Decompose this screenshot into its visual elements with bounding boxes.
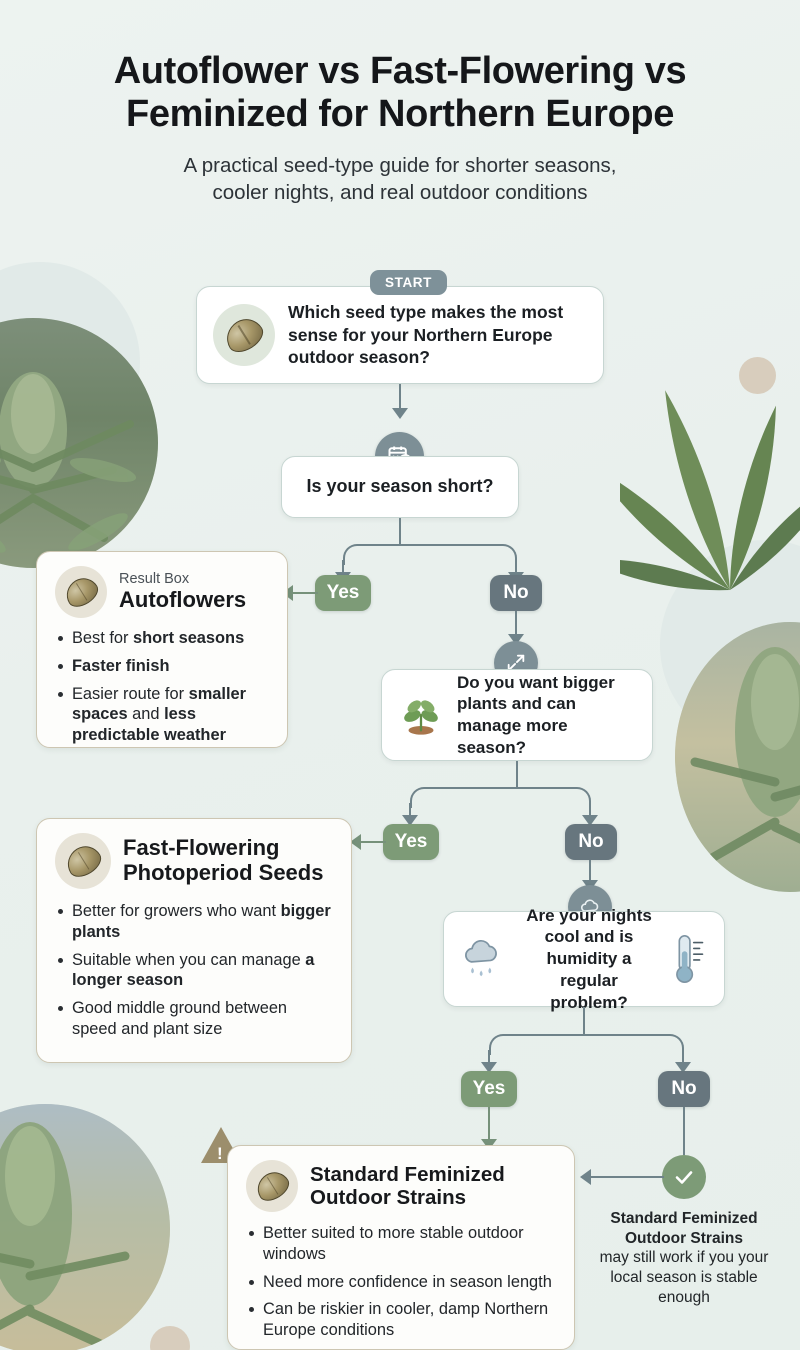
result-box-standard-feminized: Standard Feminized Outdoor Strains Bette… bbox=[227, 1145, 575, 1350]
decorative-plant-photo-right bbox=[675, 622, 800, 892]
result-box-fast-flowering: Fast-Flowering Photoperiod Seeds Better … bbox=[36, 818, 352, 1063]
arrow-q4-yes bbox=[481, 1062, 497, 1073]
connector-q4-no-drop bbox=[682, 1050, 685, 1064]
bullet-item: Faster finish bbox=[55, 656, 269, 677]
connector-yes-feminized bbox=[488, 1107, 491, 1142]
arrow-yes-feminized bbox=[481, 1139, 497, 1150]
start-badge: START bbox=[370, 270, 447, 295]
page-title: Autoflower vs Fast-Flowering vs Feminize… bbox=[0, 50, 800, 136]
connector-q2-trunk bbox=[399, 518, 402, 545]
arrow-q3-no bbox=[582, 815, 598, 826]
decorative-plant-photo-bottom-left bbox=[0, 1104, 170, 1350]
connector-q4-elbow-no bbox=[583, 1034, 684, 1055]
thermometer-icon bbox=[668, 932, 708, 986]
connector-q2-yes-drop bbox=[342, 560, 345, 574]
decorative-blob-top-left bbox=[0, 262, 140, 462]
bullet-item: Good middle ground between speed and pla… bbox=[55, 998, 333, 1040]
tail-note-feminized: Standard Feminized Outdoor Strains may s… bbox=[599, 1209, 769, 1307]
page-header: Autoflower vs Fast-Flowering vs Feminize… bbox=[0, 50, 800, 206]
seedling-icon bbox=[398, 692, 444, 738]
result-title: Autoflowers bbox=[119, 587, 247, 613]
result-title-line-1: Standard Feminized bbox=[310, 1162, 505, 1186]
connector-q1-q2 bbox=[399, 384, 402, 410]
subtitle-line-1: A practical seed-type guide for shorter … bbox=[183, 153, 617, 177]
branch-badge-yes-bigger: Yes bbox=[383, 824, 439, 860]
bullet-item: Best for short seasons bbox=[55, 628, 269, 649]
connector-q3-elbow-no bbox=[516, 787, 591, 808]
result-title-line-2: Outdoor Strains bbox=[310, 1186, 467, 1209]
result-header: Standard Feminized Outdoor Strains bbox=[246, 1160, 556, 1212]
result-header: Fast-Flowering Photoperiod Seeds bbox=[55, 833, 333, 889]
branch-badge-no-humidity: No bbox=[658, 1071, 710, 1107]
result-title-line-1: Fast-Flowering bbox=[123, 835, 280, 861]
bullet-item: Better for growers who want bigger plant… bbox=[55, 901, 333, 943]
connector-no-to-q3 bbox=[515, 611, 518, 637]
arrow-q3-yes bbox=[402, 815, 418, 826]
tail-note-rest: may still work if you your local season … bbox=[599, 1249, 769, 1306]
result-kicker: Result Box bbox=[119, 570, 190, 587]
title-line-2: Feminized for Northern Europe bbox=[126, 92, 674, 135]
decorative-cannabis-leaf bbox=[620, 310, 800, 591]
decorative-tan-circle-right bbox=[739, 357, 776, 394]
connector-no-to-q4 bbox=[589, 860, 592, 883]
subtitle-line-2: cooler nights, and real outdoor conditio… bbox=[212, 180, 588, 204]
question-text: Is your season short? bbox=[306, 476, 494, 497]
branch-badge-yes-season: Yes bbox=[315, 575, 371, 611]
connector-q4-yes-drop bbox=[488, 1050, 491, 1064]
tail-note-strong-2: Outdoor Strains bbox=[625, 1229, 743, 1247]
seed-icon bbox=[246, 1160, 298, 1212]
connector-q3-elbow-yes bbox=[410, 787, 518, 808]
result-header: Result Box Autoflowers bbox=[55, 566, 269, 618]
bullet-item: Better suited to more stable outdoor win… bbox=[246, 1223, 556, 1265]
arrow-yes-fastflowering bbox=[350, 834, 361, 850]
seed-icon bbox=[55, 833, 111, 889]
question-box-cool-nights: Are your nights cool and is humidity a r… bbox=[443, 906, 725, 1012]
warning-exclamation: ! bbox=[217, 1144, 223, 1163]
arrow-q4-no bbox=[675, 1062, 691, 1073]
connector-no-to-check bbox=[683, 1107, 686, 1155]
connector-yes-fastflowering bbox=[360, 841, 386, 844]
bullet-item: Can be riskier in cooler, damp Northern … bbox=[246, 1299, 556, 1341]
result-bullet-list: Better suited to more stable outdoor win… bbox=[246, 1223, 556, 1341]
connector-check-to-feminized bbox=[590, 1176, 664, 1179]
branch-badge-no-season: No bbox=[490, 575, 542, 611]
decorative-blob-right bbox=[660, 540, 800, 750]
question-text: Are your nights cool and is humidity a r… bbox=[526, 905, 652, 1012]
bullet-item: Suitable when you can manage a longer se… bbox=[55, 950, 333, 992]
rain-cloud-icon bbox=[460, 935, 510, 983]
seed-icon bbox=[55, 566, 107, 618]
seed-icon bbox=[213, 304, 275, 366]
branch-badge-yes-humidity: Yes bbox=[461, 1071, 517, 1107]
connector-q4-elbow-yes bbox=[489, 1034, 585, 1055]
connector-yes-autoflowers bbox=[292, 592, 318, 595]
connector-q3-trunk bbox=[516, 761, 519, 788]
arrow-q1-q2 bbox=[392, 408, 408, 419]
question-text: Which seed type makes the most sense for… bbox=[288, 302, 564, 368]
connector-q2-elbow-no bbox=[399, 544, 517, 565]
result-box-autoflowers: Result Box Autoflowers Best for short se… bbox=[36, 551, 288, 748]
question-text: Do you want bigger plants and can manage… bbox=[457, 672, 615, 757]
bullet-item: Need more confidence in season length bbox=[246, 1272, 556, 1293]
page-subtitle: A practical seed-type guide for shorter … bbox=[0, 152, 800, 206]
tail-note-strong-1: Standard Feminized bbox=[610, 1210, 758, 1227]
question-box-seed-type: Which seed type makes the most sense for… bbox=[196, 286, 604, 384]
connector-q3-no-drop bbox=[589, 803, 592, 817]
connector-q2-no-drop bbox=[515, 560, 518, 574]
question-box-season-short: Is your season short? bbox=[281, 456, 519, 518]
result-title-line-2: Photoperiod Seeds bbox=[123, 860, 324, 885]
arrow-check-to-feminized bbox=[580, 1169, 591, 1185]
connector-q3-yes-drop bbox=[409, 803, 412, 817]
decorative-tan-circle-bottom bbox=[150, 1326, 190, 1350]
branch-badge-no-bigger: No bbox=[565, 824, 617, 860]
connector-q4-trunk bbox=[583, 1007, 586, 1035]
title-line-1: Autoflower vs Fast-Flowering vs bbox=[113, 50, 687, 92]
result-bullet-list: Better for growers who want bigger plant… bbox=[55, 901, 333, 1040]
question-box-bigger-plants: Do you want bigger plants and can manage… bbox=[381, 669, 653, 761]
check-circle-icon bbox=[662, 1155, 706, 1199]
arrow-no-to-q3 bbox=[508, 634, 524, 645]
decorative-plant-photo-left bbox=[0, 318, 158, 568]
connector-q2-elbow-yes bbox=[343, 544, 401, 565]
bullet-item: Easier route for smaller spaces and less… bbox=[55, 684, 269, 746]
